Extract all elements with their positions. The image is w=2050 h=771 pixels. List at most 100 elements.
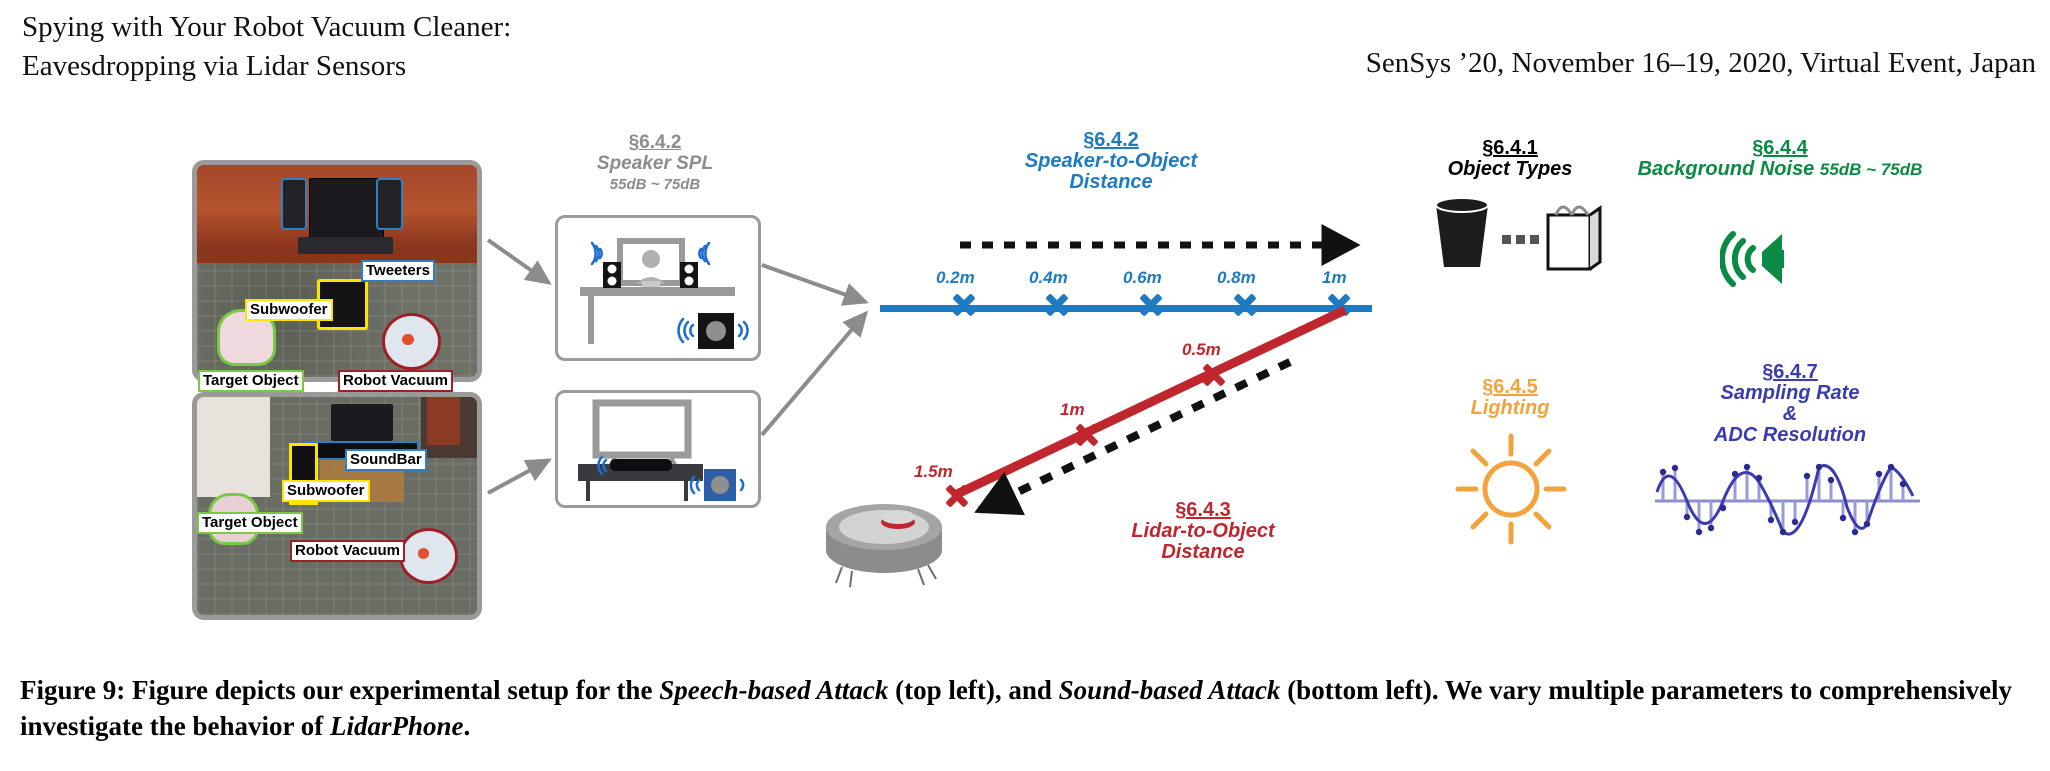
soundbar-icon bbox=[610, 459, 672, 471]
sun-icon bbox=[1455, 433, 1567, 545]
photo-label-target-object-top: Target Object bbox=[198, 370, 304, 392]
photo-label-subwoofer-bottom: Subwoofer bbox=[282, 480, 370, 502]
conference-info: SenSys ’20, November 16–19, 2020, Virtua… bbox=[1365, 47, 2036, 79]
tweeter-left bbox=[281, 177, 308, 231]
sound-wave-right-icon bbox=[698, 241, 711, 266]
paper-title-line2: Eavesdropping via Lidar Sensors bbox=[22, 50, 407, 82]
tweeter-right-icon bbox=[680, 262, 698, 288]
photo-label-robot-vacuum-top: Robot Vacuum bbox=[338, 370, 454, 392]
axis-marker-1m bbox=[1326, 292, 1352, 318]
sound-wave-left-icon bbox=[590, 241, 603, 266]
axis-marker-0.8m bbox=[1232, 292, 1258, 318]
speaker-noise-icon bbox=[1720, 231, 1784, 287]
caption-line2-suffix: . bbox=[463, 711, 471, 741]
trash-bin-icon bbox=[1436, 205, 1488, 267]
section-title-sampling-rate: §6.4.7 Sampling Rate & ADC Resolution bbox=[1650, 362, 1930, 446]
axis-tick-label-0.6m: 0.6m bbox=[1123, 268, 1162, 287]
soundbar-illustration bbox=[578, 399, 745, 501]
figure-caption: Figure 9: Figure depicts our experimenta… bbox=[20, 672, 2032, 744]
section-number-6-4-7: §6.4.7 bbox=[1762, 361, 1818, 383]
section-number-6-4-2-spl: §6.4.2 bbox=[628, 132, 682, 153]
tv-icon bbox=[592, 399, 692, 459]
photo-label-target-object-bottom: Target Object bbox=[197, 512, 303, 534]
arrow-photo-top-to-speaker-box bbox=[486, 238, 552, 285]
axis-marker-0.2m bbox=[951, 292, 977, 318]
arrow-speaker-box-to-axis bbox=[761, 263, 870, 306]
section-number-6-4-2-distance: §6.4.2 bbox=[1083, 129, 1139, 151]
robot-vacuum bbox=[381, 313, 441, 371]
section-title-speaker-spl: §6.4.2 Speaker SPL 55dB ~ 75dB bbox=[545, 132, 765, 195]
speaker-spl-illustration bbox=[580, 238, 749, 349]
paper-title-line1: Spying with Your Robot Vacuum Cleaner: bbox=[22, 11, 512, 43]
tweeter-right bbox=[376, 177, 403, 231]
speech-based-attack-photo bbox=[192, 160, 482, 382]
laptop-screen bbox=[309, 177, 384, 244]
figure-9: Tweeters Subwoofer Target Object Robot V… bbox=[0, 100, 2050, 635]
lidar-to-object-axis bbox=[953, 305, 1347, 500]
shopping-bag-icon bbox=[1546, 213, 1592, 271]
section-label-speaker-spl: Speaker SPL bbox=[596, 153, 714, 174]
caption-prefix: Figure 9: Figure depicts our experimenta… bbox=[20, 675, 660, 705]
sound-based-attack-photo bbox=[192, 392, 482, 620]
axis-marker-0.6m bbox=[1138, 292, 1164, 318]
axis-tick-label-1m: 1m bbox=[1322, 268, 1347, 287]
dashed-arrow-lidar-direction bbox=[974, 358, 1292, 516]
lidar-tick-label-0.5m: 0.5m bbox=[1182, 340, 1221, 359]
ellipsis-dot bbox=[1502, 235, 1511, 244]
caption-emphasis-3: LidarPhone bbox=[329, 711, 464, 741]
speaker-spl-diagram-box bbox=[555, 215, 761, 361]
section-title-speaker-to-object: §6.4.2 Speaker-to-Object Distance bbox=[966, 130, 1256, 193]
caption-line2-prefix: We vary multiple parameters to comprehen… bbox=[20, 675, 2013, 741]
axis-marker-0.4m bbox=[1044, 292, 1070, 318]
laptop-keyboard bbox=[297, 237, 393, 255]
section-number-6-4-1: §6.4.1 bbox=[1482, 137, 1538, 159]
ellipsis-dot bbox=[1516, 235, 1525, 244]
lidar-marker-0.5m bbox=[1201, 362, 1227, 388]
wall-red-area bbox=[426, 397, 461, 445]
axis-tick-label-0.8m: 0.8m bbox=[1217, 268, 1256, 287]
robot-vacuum bbox=[398, 527, 458, 584]
photo-label-subwoofer-top: Subwoofer bbox=[245, 299, 333, 321]
section-number-6-4-4: §6.4.4 bbox=[1752, 137, 1808, 159]
photo-label-tweeters: Tweeters bbox=[361, 260, 435, 282]
section-sub-background-noise: 55dB ~ 75dB bbox=[1819, 160, 1923, 179]
caption-mid-2: (bottom left). bbox=[1280, 675, 1439, 705]
caption-mid-1: (top left), and bbox=[888, 675, 1059, 705]
tv-screen bbox=[331, 403, 393, 441]
section-label-background-noise: Background Noise bbox=[1637, 158, 1815, 180]
arrow-tv-box-to-axis bbox=[760, 310, 869, 437]
sampled-waveform-icon bbox=[1655, 463, 1920, 536]
section-label-sampling-line3: ADC Resolution bbox=[1713, 424, 1867, 446]
section-label-object-types: Object Types bbox=[1447, 158, 1573, 180]
section-title-lighting: §6.4.5 Lighting bbox=[1400, 377, 1620, 419]
caption-emphasis-1: Speech-based Attack bbox=[659, 675, 889, 705]
photo-label-soundbar: SoundBar bbox=[345, 449, 427, 471]
lidar-tick-label-1.5m: 1.5m bbox=[914, 462, 953, 481]
section-label-sampling-line2: & bbox=[1782, 403, 1798, 425]
tv-stand-icon bbox=[578, 464, 703, 481]
section-label-speaker-to-object-line2: Distance bbox=[1069, 171, 1153, 193]
soundbar-diagram-box bbox=[555, 390, 761, 508]
section-title-background-noise: §6.4.4 Background Noise 55dB ~ 75dB bbox=[1620, 138, 1940, 180]
object-types-icons bbox=[1435, 197, 1602, 271]
axis-tick-label-0.2m: 0.2m bbox=[936, 268, 975, 287]
section-number-6-4-3: §6.4.3 bbox=[1175, 499, 1231, 521]
caption-emphasis-2: Sound-based Attack bbox=[1058, 675, 1281, 705]
sound-wave-sub-right-icon bbox=[739, 478, 745, 492]
axis-tick-label-0.4m: 0.4m bbox=[1029, 268, 1068, 287]
photo-label-robot-vacuum-bottom: Robot Vacuum bbox=[290, 540, 406, 562]
section-number-6-4-5: §6.4.5 bbox=[1482, 376, 1538, 398]
sound-wave-subwoofer-left-icon bbox=[677, 317, 695, 344]
lidar-marker-1m bbox=[1074, 422, 1100, 448]
section-label-sampling-line1: Sampling Rate bbox=[1720, 382, 1860, 404]
sound-wave-sub-left-icon bbox=[689, 475, 701, 495]
running-head-left: Spying with Your Robot Vacuum Cleaner: E… bbox=[22, 8, 922, 86]
tweeter-left-icon bbox=[603, 262, 621, 288]
section-title-object-types: §6.4.1 Object Types bbox=[1395, 138, 1625, 180]
section-label-speaker-to-object-line1: Speaker-to-Object bbox=[1024, 150, 1198, 172]
section-sub-speaker-spl: 55dB ~ 75dB bbox=[609, 176, 701, 193]
lidar-tick-label-1m: 1m bbox=[1060, 400, 1085, 419]
section-title-lidar-to-object: §6.4.3 Lidar-to-Object Distance bbox=[1073, 500, 1333, 563]
section-label-lidar-to-object-line1: Lidar-to-Object bbox=[1131, 520, 1275, 542]
section-label-lighting: Lighting bbox=[1470, 397, 1550, 419]
